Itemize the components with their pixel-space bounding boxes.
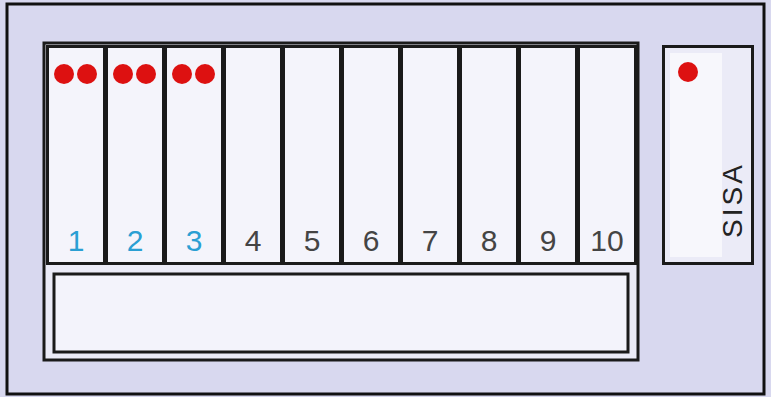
slot-fill — [521, 48, 575, 262]
slot-fill — [403, 48, 457, 262]
slot-number: 4 — [245, 226, 262, 256]
slot-fill — [344, 48, 398, 262]
remainder-inner — [670, 53, 722, 257]
slot-number: 2 — [127, 226, 144, 256]
slot-fill — [49, 48, 103, 262]
remainder-fill — [662, 45, 754, 265]
slot-fill — [108, 48, 162, 262]
slot-fill — [285, 48, 339, 262]
slot-number: 1 — [68, 226, 85, 256]
slot-number: 9 — [540, 226, 557, 256]
slot-number: 5 — [304, 226, 321, 256]
slot-number: 3 — [186, 226, 203, 256]
slot-number: 8 — [481, 226, 498, 256]
slot-fill — [167, 48, 221, 262]
tray-frame — [44, 43, 638, 360]
tray-slot: 1 — [46, 45, 106, 265]
tray-slot: 6 — [341, 45, 401, 265]
tray-slot: 3 — [164, 45, 224, 265]
red-counter — [54, 64, 74, 84]
slot-fill — [462, 48, 516, 262]
red-counter — [113, 64, 133, 84]
red-counter — [77, 64, 97, 84]
remainder-label: SISA — [719, 162, 747, 238]
slot-number: 10 — [590, 226, 623, 256]
slot-number: 6 — [363, 226, 380, 256]
slot-number: 7 — [422, 226, 439, 256]
counters — [54, 62, 698, 84]
tray-slot: 5 — [282, 45, 342, 265]
tray-slot: 9 — [518, 45, 578, 265]
tray-slot: 8 — [459, 45, 519, 265]
tray-slot: 7 — [400, 45, 460, 265]
tray-slot: 4 — [223, 45, 283, 265]
red-counter — [678, 62, 698, 82]
tray-slot: 10 — [577, 45, 637, 265]
slot-fill — [226, 48, 280, 262]
tray-slot: 2 — [105, 45, 165, 265]
red-counter — [136, 64, 156, 84]
bottom-bar — [54, 274, 628, 352]
outer-frame — [7, 4, 764, 394]
slot-fill — [580, 48, 634, 262]
red-counter — [172, 64, 192, 84]
red-counter — [195, 64, 215, 84]
remainder-box: SISA — [662, 45, 754, 265]
